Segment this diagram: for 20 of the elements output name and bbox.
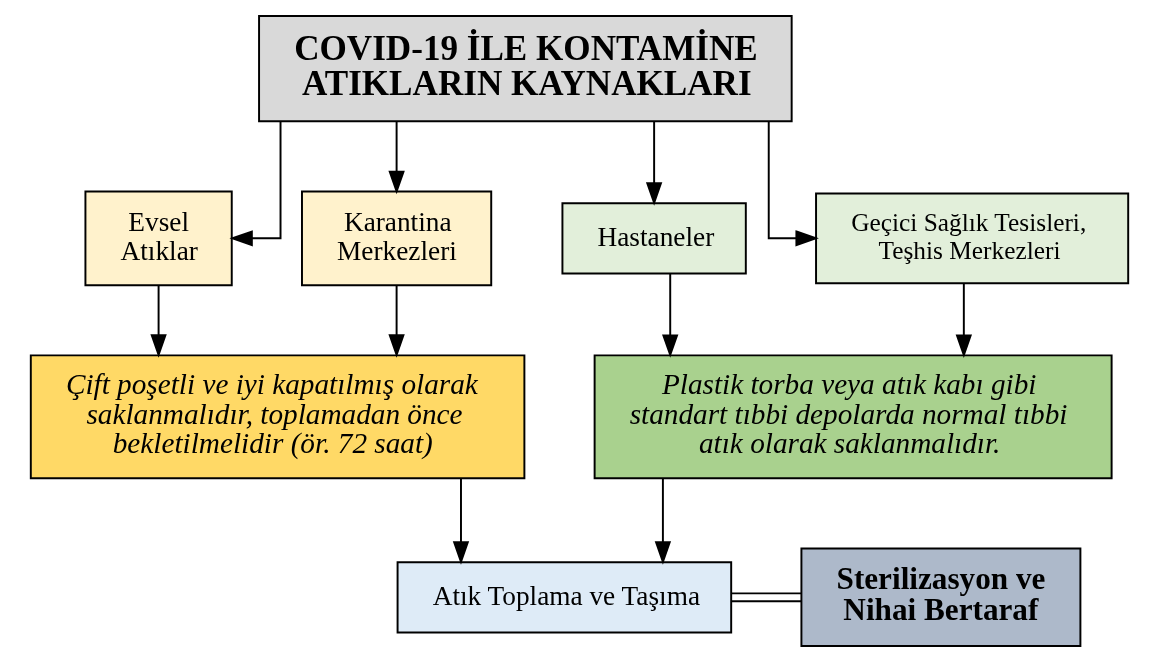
node-box: Karantina Merkezleri [301, 190, 493, 287]
node-box: Çift poşetli ve iyi kapatılmış olarak saklanmalıdır, toplamadan önce bekletilmelidir (ör. 72 saat) [29, 354, 526, 480]
arrow [645, 120, 663, 206]
arrow [955, 282, 973, 358]
arrow [452, 477, 470, 565]
node-box: COVID-19 İLE KONTAMİNE ATIKLARIN KAYNAKLARI [258, 14, 793, 123]
arrow [654, 477, 672, 565]
node-box: Plastik torba veya atık kabı gibi standart tıbbi depolarda normal tıbbi atık olarak saklanmalıdır. [593, 354, 1113, 480]
node-box: Atık Toplama ve Taşıma [396, 561, 733, 634]
arrow [662, 272, 679, 358]
node-box: Sterilizasyon ve Nihai Bertaraf [800, 547, 1082, 648]
node-box: Geçici Sağlık Tesisleri, Teşhis Merkezleri [815, 192, 1130, 285]
arrow [229, 120, 282, 247]
node-box: Evsel Atıklar [84, 190, 233, 287]
arrow [150, 284, 167, 358]
node-box: Hastaneler [561, 202, 747, 275]
arrow [388, 120, 405, 195]
connector [730, 592, 803, 603]
arrow [767, 120, 819, 247]
arrow [388, 284, 405, 358]
